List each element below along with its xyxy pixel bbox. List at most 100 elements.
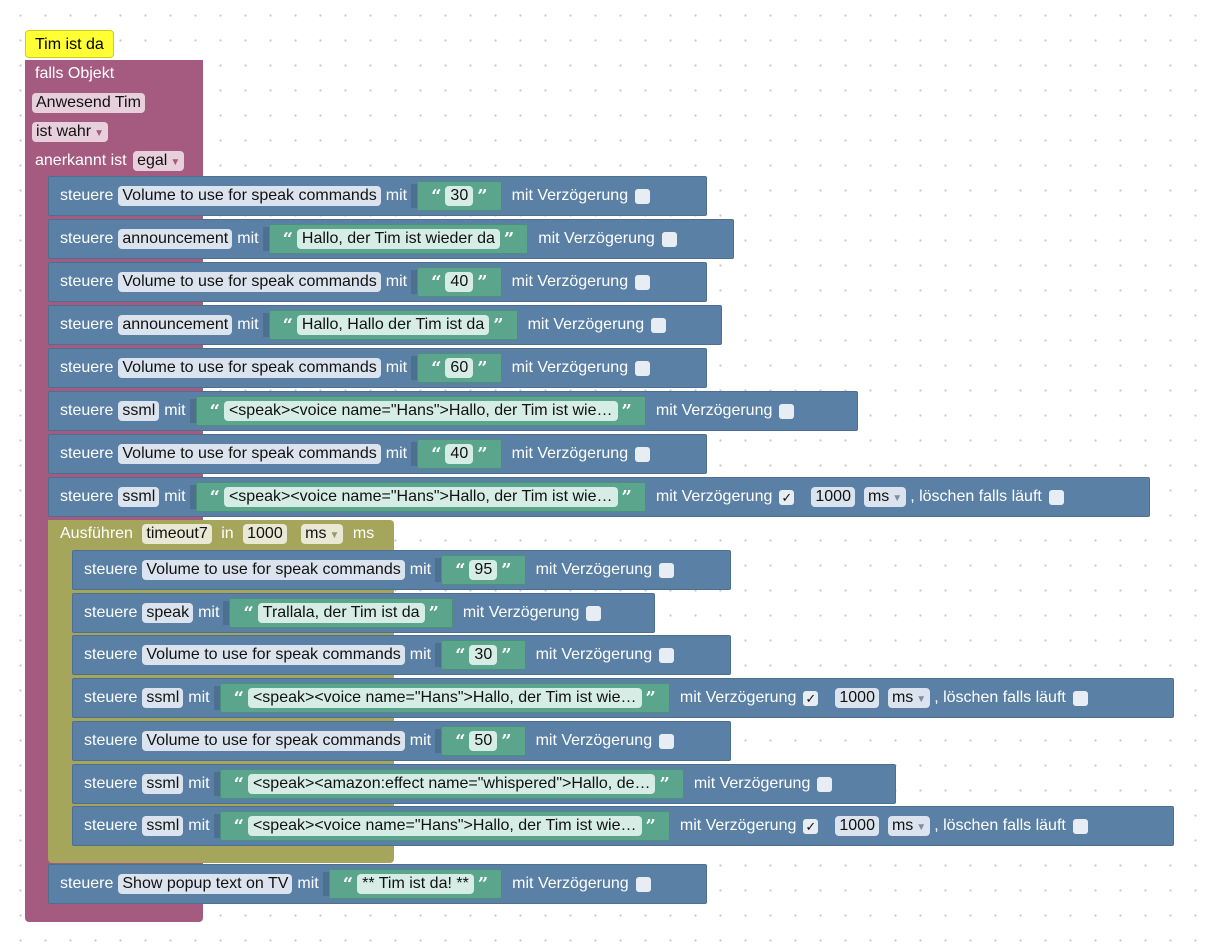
timeout-name-field[interactable]: timeout7 bbox=[142, 524, 212, 544]
delay-unit-dropdown[interactable]: ms▼ bbox=[863, 487, 907, 507]
control-target-field[interactable]: announcement bbox=[118, 315, 233, 335]
comment-bubble[interactable]: Tim ist da bbox=[25, 30, 114, 58]
control-target-field[interactable]: ssml bbox=[118, 487, 160, 507]
delay-unit-value: ms bbox=[891, 817, 914, 834]
string-value-field[interactable]: <speak><amazon:effect name="whispered">H… bbox=[247, 774, 656, 794]
quote-close-icon: ” bbox=[428, 602, 439, 624]
delay-checkbox[interactable] bbox=[817, 776, 833, 792]
string-value-field[interactable]: Hallo, der Tim ist wieder da bbox=[296, 229, 500, 249]
delay-checkbox[interactable] bbox=[779, 403, 795, 419]
string-block[interactable]: “40” bbox=[417, 439, 502, 469]
string-block[interactable]: “40” bbox=[417, 267, 502, 297]
control-target-field[interactable]: ssml bbox=[142, 816, 184, 836]
string-block[interactable]: “60” bbox=[417, 353, 502, 383]
delay-unit-dropdown[interactable]: ms▼ bbox=[887, 688, 931, 708]
delay-checkbox[interactable] bbox=[659, 562, 675, 578]
string-block[interactable]: “<speak><voice name="Hans">Hallo, der Ti… bbox=[195, 396, 646, 426]
string-block[interactable]: “95” bbox=[441, 555, 526, 585]
delay-unit-dropdown[interactable]: ms▼ bbox=[887, 816, 931, 836]
delay-checkbox[interactable] bbox=[659, 647, 675, 663]
clear-running-checkbox[interactable] bbox=[1072, 818, 1088, 834]
control-target-field[interactable]: ssml bbox=[142, 688, 184, 708]
string-value-field[interactable]: 40 bbox=[445, 444, 474, 464]
string-block[interactable]: “Hallo, Hallo der Tim ist da” bbox=[268, 310, 518, 340]
string-block[interactable]: “<speak><voice name="Hans">Hallo, der Ti… bbox=[219, 811, 670, 841]
string-value-field[interactable]: <speak><voice name="Hans">Hallo, der Tim… bbox=[247, 816, 642, 836]
trigger-ack-label: anerkannt ist bbox=[35, 152, 127, 169]
control-target-field[interactable]: Volume to use for speak commands bbox=[118, 272, 381, 292]
control-target-field[interactable]: announcement bbox=[118, 229, 233, 249]
delay-checkbox[interactable] bbox=[635, 446, 651, 462]
string-value-field[interactable]: 60 bbox=[445, 358, 474, 378]
string-value-field[interactable]: 40 bbox=[445, 272, 474, 292]
trigger-object-field[interactable]: Anwesend Tim bbox=[32, 93, 145, 113]
string-block[interactable]: “30” bbox=[441, 640, 526, 670]
delay-checkbox[interactable] bbox=[635, 876, 651, 892]
control-target-field[interactable]: Show popup text on TV bbox=[118, 874, 293, 894]
string-block[interactable]: “<speak><amazon:effect name="whispered">… bbox=[219, 769, 684, 799]
string-value-field[interactable]: 50 bbox=[469, 731, 498, 751]
delay-checkbox[interactable] bbox=[635, 360, 651, 376]
string-block[interactable]: “50” bbox=[441, 726, 526, 756]
string-block[interactable]: “30” bbox=[417, 181, 502, 211]
string-value-field[interactable]: 30 bbox=[469, 645, 498, 665]
delay-checkbox[interactable] bbox=[651, 317, 667, 333]
trigger-condition-dropdown[interactable]: ist wahr▼ bbox=[32, 122, 109, 142]
string-value-field[interactable]: 30 bbox=[445, 186, 474, 206]
trigger-ack-dropdown[interactable]: egal▼ bbox=[133, 151, 185, 171]
timeout-unit-dropdown[interactable]: ms▼ bbox=[301, 524, 344, 544]
string-block[interactable]: “<speak><voice name="Hans">Hallo, der Ti… bbox=[219, 683, 670, 713]
string-value-field[interactable]: <speak><voice name="Hans">Hallo, der Tim… bbox=[247, 688, 642, 708]
string-block[interactable]: “** Tim ist da! **” bbox=[328, 869, 503, 899]
string-value-field[interactable]: ** Tim ist da! ** bbox=[357, 874, 474, 894]
control-target-field[interactable]: speak bbox=[142, 603, 194, 623]
delay-checkbox[interactable] bbox=[635, 274, 651, 290]
delay-checkbox[interactable]: ✓ bbox=[803, 690, 819, 706]
string-value-field[interactable]: Hallo, Hallo der Tim ist da bbox=[296, 315, 490, 335]
control-target-field[interactable]: Volume to use for speak commands bbox=[118, 358, 381, 378]
delay-checkbox[interactable] bbox=[659, 733, 675, 749]
delay-checkbox[interactable] bbox=[635, 188, 651, 204]
string-block[interactable]: “Trallala, der Tim ist da” bbox=[229, 598, 453, 628]
delay-checkbox[interactable]: ✓ bbox=[779, 489, 795, 505]
delay-value-field[interactable]: 1000 bbox=[835, 688, 879, 708]
timeout-value-field[interactable]: 1000 bbox=[243, 524, 287, 544]
control-target-field[interactable]: Volume to use for speak commands bbox=[142, 560, 405, 580]
string-block[interactable]: “<speak><voice name="Hans">Hallo, der Ti… bbox=[195, 482, 646, 512]
string-value-field[interactable]: <speak><voice name="Hans">Hallo, der Tim… bbox=[223, 401, 618, 421]
string-block[interactable]: “Hallo, der Tim ist wieder da” bbox=[268, 224, 529, 254]
control-target-field[interactable]: ssml bbox=[142, 774, 184, 794]
delay-checkbox[interactable]: ✓ bbox=[803, 818, 819, 834]
control-target-field[interactable]: ssml bbox=[118, 401, 160, 421]
delay-value-field[interactable]: 1000 bbox=[811, 487, 855, 507]
control-target-field[interactable]: Volume to use for speak commands bbox=[118, 186, 381, 206]
clear-running-checkbox[interactable] bbox=[1048, 489, 1064, 505]
control-target-field[interactable]: Volume to use for speak commands bbox=[142, 731, 405, 751]
delay-value-field[interactable]: 1000 bbox=[835, 816, 879, 836]
string-value-field[interactable]: <speak><voice name="Hans">Hallo, der Tim… bbox=[223, 487, 618, 507]
control-target-field[interactable]: Volume to use for speak commands bbox=[142, 645, 405, 665]
clear-running-checkbox[interactable] bbox=[1072, 690, 1088, 706]
string-value-field[interactable]: Trallala, der Tim ist da bbox=[257, 603, 425, 623]
delay-checkbox[interactable] bbox=[586, 605, 602, 621]
delay-checkbox[interactable] bbox=[661, 231, 677, 247]
string-value-field[interactable]: 95 bbox=[469, 560, 498, 580]
control-target-field[interactable]: Volume to use for speak commands bbox=[118, 444, 381, 464]
